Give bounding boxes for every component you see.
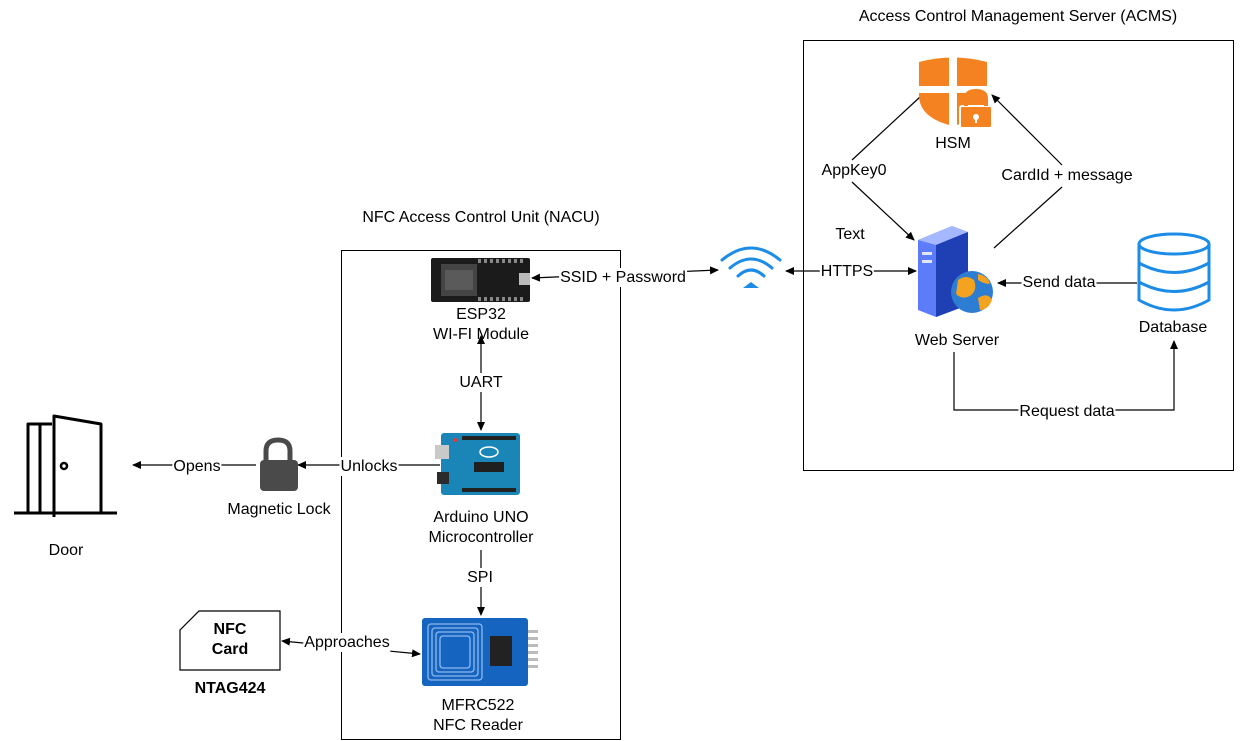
- server-globe-icon: [918, 226, 993, 317]
- edge-label-send-data: Send data: [1021, 273, 1097, 292]
- edge-label-approaches: Approaches: [303, 633, 391, 652]
- web-server-label: Web Server: [914, 332, 1000, 349]
- ntag-label: NTAG424: [194, 680, 266, 697]
- nfc-card-label-line1: NFC: [213, 621, 247, 638]
- magnetic-lock-label: Magnetic Lock: [227, 501, 331, 518]
- edge-label-cardid: CardId + message: [1000, 166, 1134, 185]
- door-icon: [14, 414, 117, 517]
- mfrc522-label: MFRC522 NFC Reader: [433, 696, 523, 736]
- edge-label-request-data: Request data: [1018, 402, 1116, 421]
- edge-label-unlocks: Unlocks: [339, 457, 399, 476]
- esp32-label: ESP32 WI-FI Module: [433, 305, 529, 345]
- edge-label-opens: Opens: [172, 457, 222, 476]
- acms-group-title: Access Control Management Server (ACMS): [858, 8, 1178, 25]
- nfc-card-label-line2: Card: [211, 641, 249, 658]
- hsm-label: HSM: [935, 135, 971, 152]
- edge-request-data: [953, 340, 1178, 411]
- database-icon: [1137, 232, 1211, 312]
- edge-appkey-upper: [851, 96, 921, 161]
- nacu-group-title: NFC Access Control Unit (NACU): [362, 209, 600, 226]
- arduino-label-line1: Arduino UNO: [433, 509, 529, 526]
- edge-appkey-lower: [851, 181, 915, 241]
- wifi-icon: [720, 246, 782, 288]
- edge-label-uart: UART: [458, 373, 504, 392]
- arduino-board-icon: [435, 433, 520, 495]
- edge-cardid-lower: [993, 186, 1063, 249]
- edge-label-spi: SPI: [466, 568, 494, 587]
- arduino-label-line2: Microcontroller: [428, 529, 534, 546]
- mfrc522-label-line2: NFC Reader: [433, 717, 523, 734]
- shield-lock-icon: [919, 55, 993, 129]
- esp32-board-icon: [431, 258, 530, 302]
- edge-cardid-upper: [991, 94, 1063, 166]
- edge-label-text: Text: [835, 226, 865, 243]
- nfc-card-label: NFC Card: [212, 620, 248, 660]
- arduino-label: Arduino UNO Microcontroller: [429, 508, 534, 548]
- sim-card-icon: [179, 610, 281, 671]
- edge-label-appkey: AppKey0: [820, 161, 888, 180]
- padlock-icon: [260, 437, 298, 491]
- edge-label-https: HTTPS: [819, 262, 875, 281]
- nacu-group-box: [341, 250, 621, 740]
- acms-group-box: [803, 40, 1234, 471]
- esp32-label-line2: WI-FI Module: [432, 326, 530, 343]
- database-label: Database: [1138, 319, 1208, 336]
- mfrc522-label-line1: MFRC522: [441, 697, 515, 714]
- door-label: Door: [48, 542, 84, 559]
- esp32-label-line1: ESP32: [456, 306, 506, 323]
- rfid-reader-icon: [422, 618, 538, 686]
- edge-label-ssid: SSID + Password: [559, 268, 687, 287]
